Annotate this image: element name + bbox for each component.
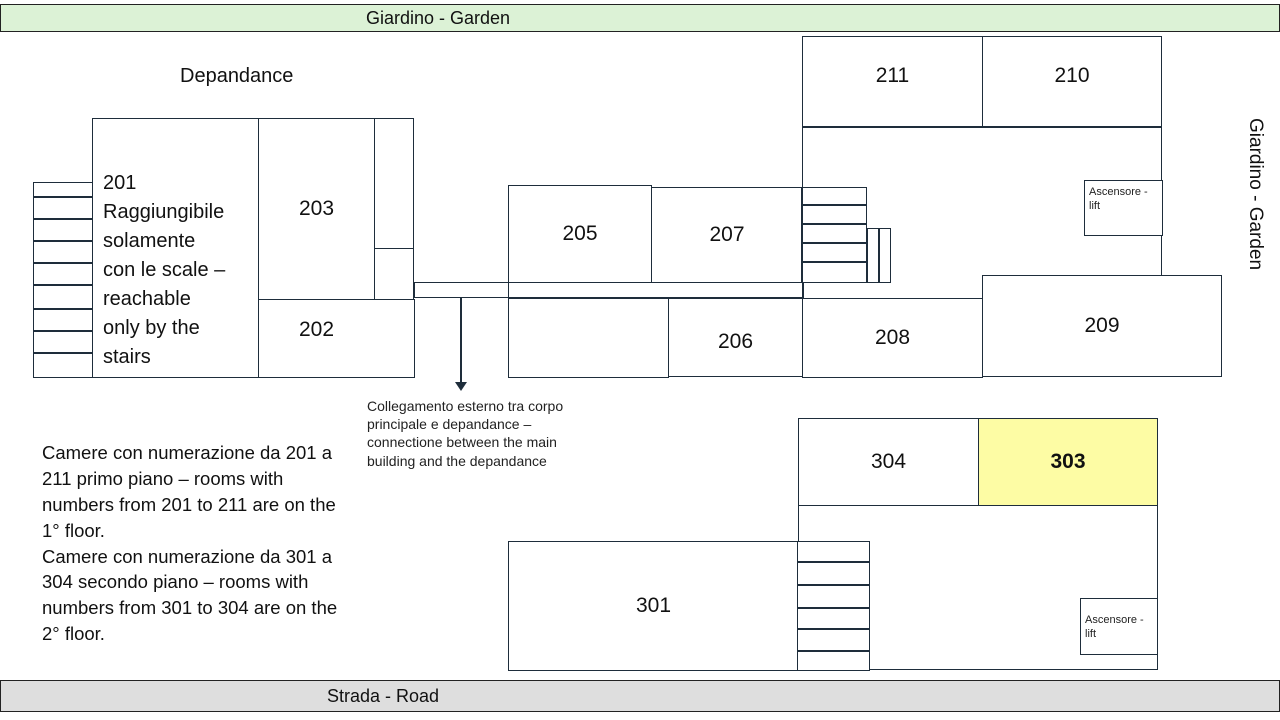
room-201-label: 201 Raggiungibile solamente con le scale… <box>103 172 226 368</box>
arrow-line <box>460 298 462 384</box>
room-211: 211 <box>802 36 983 127</box>
room-206: 206 <box>668 298 803 377</box>
room-303: 303 <box>978 418 1158 506</box>
room-206-label: 206 <box>717 329 754 353</box>
connection-note: Collegamento esterno tra corpo principal… <box>367 398 564 469</box>
room-210-label: 210 <box>1054 64 1090 87</box>
stairs-second-floor <box>797 541 870 671</box>
stairs-main <box>801 187 867 283</box>
corridor-block-lower <box>374 248 414 300</box>
room-209: 209 <box>982 275 1222 377</box>
lift-first-floor: Ascensore - lift <box>1084 180 1163 236</box>
room-203: 203 <box>258 118 375 300</box>
arrow-down-icon <box>455 382 467 391</box>
dependance-heading: Depandance <box>180 65 294 87</box>
room-202: 202 <box>258 299 415 378</box>
garden-label-right: Giardino - Garden <box>1245 118 1266 271</box>
room-304-label: 304 <box>870 450 907 473</box>
room-210: 210 <box>982 36 1162 127</box>
room-201: 201 Raggiungibile solamente con le scale… <box>92 118 259 378</box>
floor-legend: Camere con numerazione da 201 a 211 prim… <box>42 442 338 645</box>
room-208: 208 <box>802 298 983 378</box>
room-211-label: 211 <box>875 64 910 87</box>
stairs-dependance <box>33 182 93 378</box>
room-unlabeled <box>508 298 669 378</box>
room-207: 207 <box>651 187 803 283</box>
room-207-label: 207 <box>709 223 745 246</box>
external-walkway <box>414 282 510 298</box>
garden-label-top: Giardino - Garden <box>366 7 511 28</box>
garden-band-top: Giardino - Garden <box>0 4 1280 32</box>
corridor-block-upper <box>374 118 414 249</box>
room-205-label: 205 <box>562 222 598 245</box>
room-304: 304 <box>798 418 979 506</box>
room-203-label: 203 <box>298 197 335 220</box>
room-205: 205 <box>508 185 652 283</box>
room-303-label: 303 <box>1050 450 1086 473</box>
room-209-label: 209 <box>1084 314 1120 337</box>
road-label: Strada - Road <box>327 685 440 706</box>
external-walkway-2 <box>508 282 804 298</box>
room-202-label: 202 <box>299 318 335 341</box>
lift-second-floor: Ascensore - lift <box>1080 598 1158 655</box>
room-301-label: 301 <box>635 594 672 617</box>
room-208-label: 208 <box>874 326 911 349</box>
road-band-bottom: Strada - Road <box>0 680 1280 712</box>
room-301: 301 <box>508 541 799 671</box>
